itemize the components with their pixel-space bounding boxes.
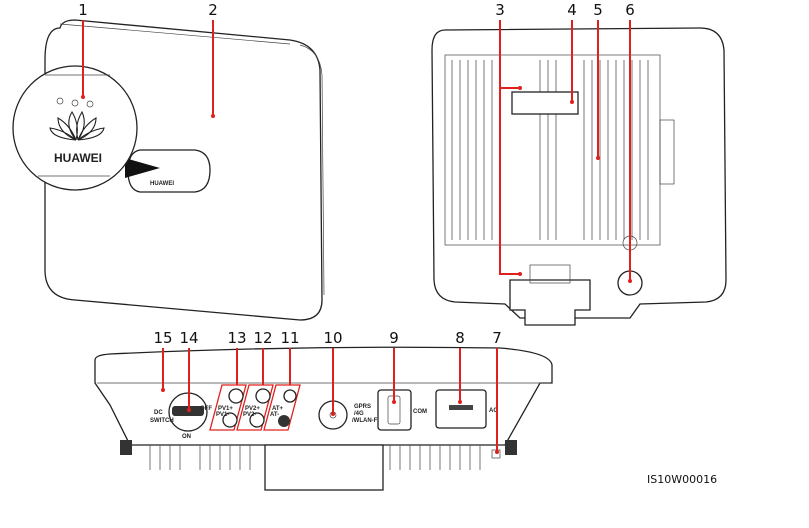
pv2-minus-connector[interactable] (249, 412, 265, 428)
bat-plus-connector[interactable] (283, 389, 297, 403)
pv1-minus-connector[interactable] (222, 412, 238, 428)
on-label: ON (182, 434, 191, 440)
callouts: 1 2 3 4 5 6 7 8 9 10 11 12 13 14 15 (78, 1, 635, 454)
pv2-terminal-box (236, 384, 274, 431)
back-view (431, 27, 727, 326)
bottom-bracket (509, 279, 591, 326)
callout-7: 7 (492, 329, 502, 347)
figure-id-code: IS10W00016 (647, 473, 717, 486)
heatsink-fins (451, 60, 649, 240)
bottom-view: DC SWITCH OFF ON PV1+ PV1- PV2+ PV2- AT+… (94, 346, 553, 491)
callout-5: 5 (593, 1, 603, 19)
off-label: OFF (200, 406, 212, 412)
callout-11: 11 (280, 329, 299, 347)
callout-8: 8 (455, 329, 465, 347)
callout-1: 1 (78, 1, 88, 19)
callout-12: 12 (253, 329, 272, 347)
bat-minus-connector[interactable] (278, 415, 290, 427)
callout-14: 14 (179, 329, 198, 347)
pv2-plus-label: PV2+ (245, 406, 260, 412)
dc-switch-label: DC (154, 410, 163, 416)
bottom-bracket-front (264, 444, 384, 491)
magnifier-circle: HUAWEI (12, 65, 138, 191)
callout-9: 9 (389, 329, 399, 347)
dc-switch-label-2: SWITCH (150, 418, 174, 424)
bat-minus-label: AT- (270, 412, 279, 418)
front-view: HUAWEI HUAWEI (12, 19, 325, 321)
pv2-plus-connector[interactable] (255, 388, 271, 404)
callout-4: 4 (567, 1, 577, 19)
battery-terminal-box (263, 384, 301, 431)
callout-10: 10 (323, 329, 342, 347)
pv1-minus-label: PV1- (216, 412, 229, 418)
bat-plus-label: AT+ (272, 406, 284, 412)
ac-label: AC (489, 408, 498, 414)
window-brand: HUAWEI (150, 181, 174, 187)
mounting-bracket-plate (511, 91, 579, 115)
callout-6: 6 (625, 1, 635, 19)
pv1-plus-connector[interactable] (228, 388, 244, 404)
bottom-fins (149, 445, 481, 470)
zoom-pointer (125, 158, 160, 178)
callout-2: 2 (208, 1, 218, 19)
antenna-label-2: /4G (354, 411, 364, 417)
antenna-label-1: GPRS (354, 404, 371, 410)
huawei-logo (49, 110, 105, 141)
callout-15: 15 (153, 329, 172, 347)
pv2-minus-label: PV2- (243, 412, 256, 418)
com-label: COM (413, 409, 427, 415)
callout-3: 3 (495, 1, 505, 19)
callout-13: 13 (227, 329, 246, 347)
antenna-label-3: /WLAN-FE (352, 418, 381, 424)
pv1-plus-label: PV1+ (218, 406, 233, 412)
huawei-wordmark: HUAWEI (54, 151, 102, 165)
